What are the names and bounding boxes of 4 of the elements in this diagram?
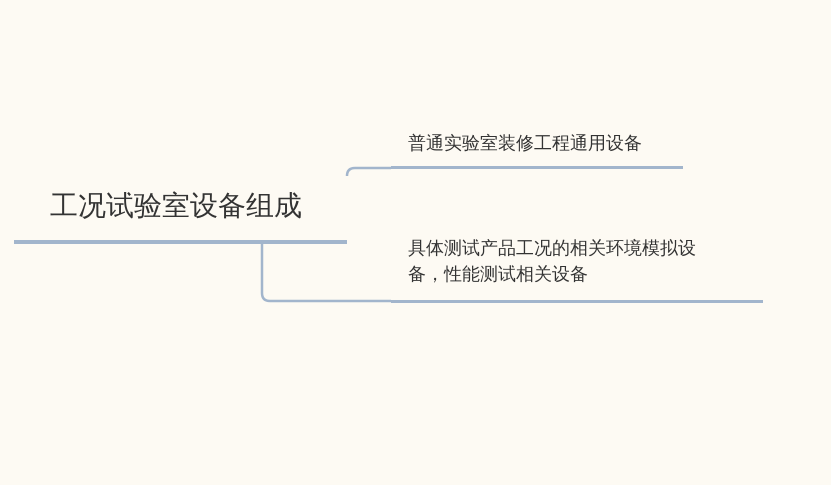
connector-line: [260, 244, 391, 302]
branch-label: 具体测试产品工况的相关环境模拟设备，性能测试相关设备: [408, 237, 697, 288]
branch-label: 普通实验室装修工程通用设备: [408, 132, 643, 156]
topic-label: 工况试验室设备组成: [50, 188, 303, 224]
